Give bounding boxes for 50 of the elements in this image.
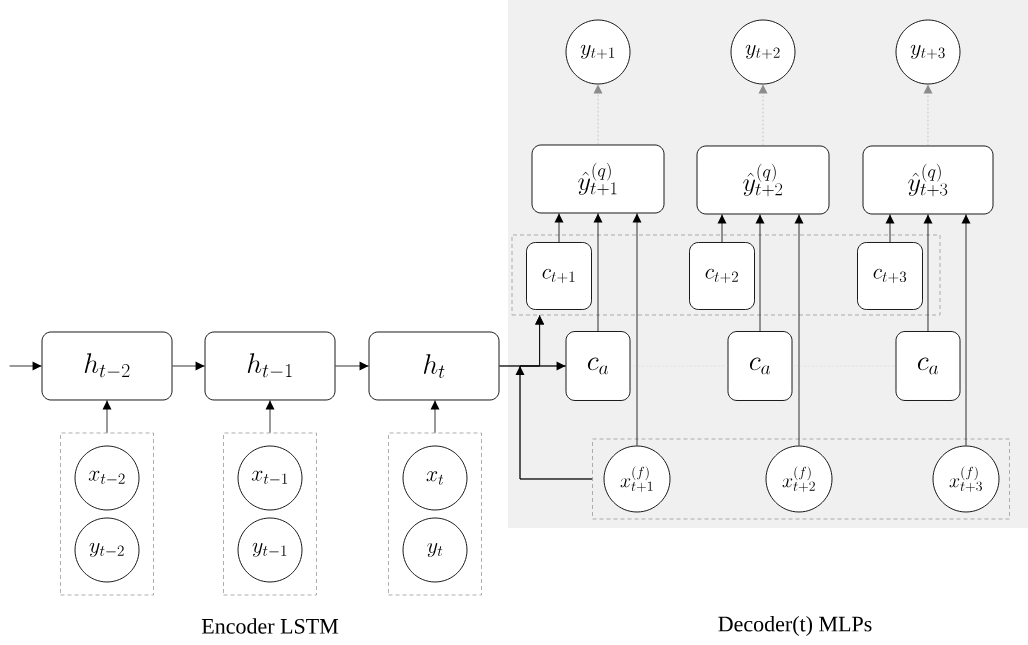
rounded-box: $\hat{y}^{(q)}_{t+3}$ — [862, 145, 994, 215]
arrow — [430, 400, 440, 433]
rounded-box: $c_a$ — [895, 331, 961, 401]
arrow — [885, 214, 895, 243]
rounded-box: $h_{t-2}$ — [41, 331, 173, 401]
section-label: Encoder LSTM — [201, 618, 339, 634]
circle-node: $y_{t+2}$ — [730, 19, 796, 85]
circle-node: $x_{t-2}$ — [74, 445, 140, 511]
rounded-box: $\hat{y}^{(q)}_{t+2}$ — [696, 145, 830, 215]
rounded-box: $h_t$ — [368, 331, 500, 401]
arrow — [758, 84, 768, 146]
arrow — [632, 213, 642, 446]
rounded-box: $\hat{y}^{(q)}_{t+1}$ — [531, 144, 665, 214]
circle-node: $x_t$ — [402, 445, 468, 511]
circle-node: $y_{t+1}$ — [565, 19, 631, 85]
rounded-box: $c_a$ — [727, 331, 793, 401]
arrow — [265, 400, 275, 433]
arrow — [519, 315, 593, 480]
dashed-group-box — [592, 438, 1010, 520]
arrow — [172, 361, 205, 371]
rounded-box: $c_a$ — [565, 331, 631, 401]
circle-node: $x^{(f)}_{t+1}$ — [603, 445, 671, 513]
circle-node: $y_{t-1}$ — [237, 517, 303, 583]
circle-node: $x^{(f)}_{t+3}$ — [932, 445, 1000, 513]
arrow — [755, 214, 765, 332]
dashed-group-box — [388, 432, 482, 596]
dashed-group-box — [223, 432, 317, 596]
arrow — [961, 214, 971, 446]
rounded-box: $c_{t+3}$ — [857, 242, 923, 310]
circle-node: $x_{t-1}$ — [237, 445, 303, 511]
rounded-box: $c_{t+2}$ — [689, 242, 755, 310]
arrow — [554, 213, 564, 243]
arrow — [923, 84, 933, 146]
arrow — [9, 361, 42, 371]
arrow — [102, 400, 112, 433]
dashed-group-box — [511, 234, 941, 316]
rounded-box: $c_{t+1}$ — [526, 242, 592, 310]
arrow — [335, 361, 369, 371]
arrow — [593, 84, 603, 145]
circle-node: $y_{t+3}$ — [895, 19, 961, 85]
circle-node: $y_{t-2}$ — [74, 517, 140, 583]
circle-node: $y_t$ — [402, 517, 468, 583]
rounded-box: $h_{t-1}$ — [204, 331, 336, 401]
dashed-group-box — [60, 432, 154, 596]
arrow — [794, 214, 804, 446]
circle-node: $x^{(f)}_{t+2}$ — [765, 445, 833, 513]
arrow — [717, 214, 727, 243]
arrow — [593, 213, 603, 332]
section-label: Decoder(t) MLPs — [718, 616, 872, 636]
arrow — [923, 214, 933, 332]
